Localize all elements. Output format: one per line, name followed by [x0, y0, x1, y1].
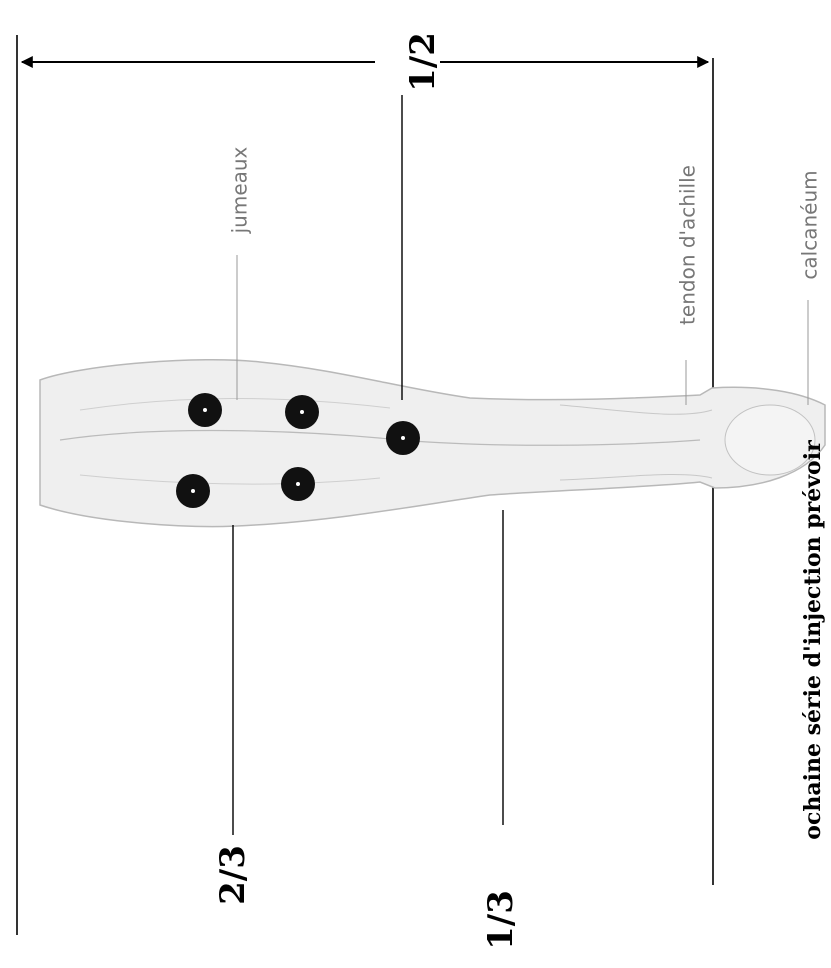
- half-label: 1/2: [403, 32, 443, 92]
- calves-label: jumeaux: [228, 146, 252, 234]
- calcaneus-label: calcanéum: [798, 170, 822, 279]
- injection-note: ochaine série d'injection prévoir: [800, 440, 826, 840]
- achilles-tendon-label: tendon d'achille: [676, 165, 700, 325]
- leg-illustration: [40, 360, 825, 527]
- one-third-label: 1/3: [481, 890, 521, 950]
- two-thirds-label: 2/3: [213, 845, 253, 905]
